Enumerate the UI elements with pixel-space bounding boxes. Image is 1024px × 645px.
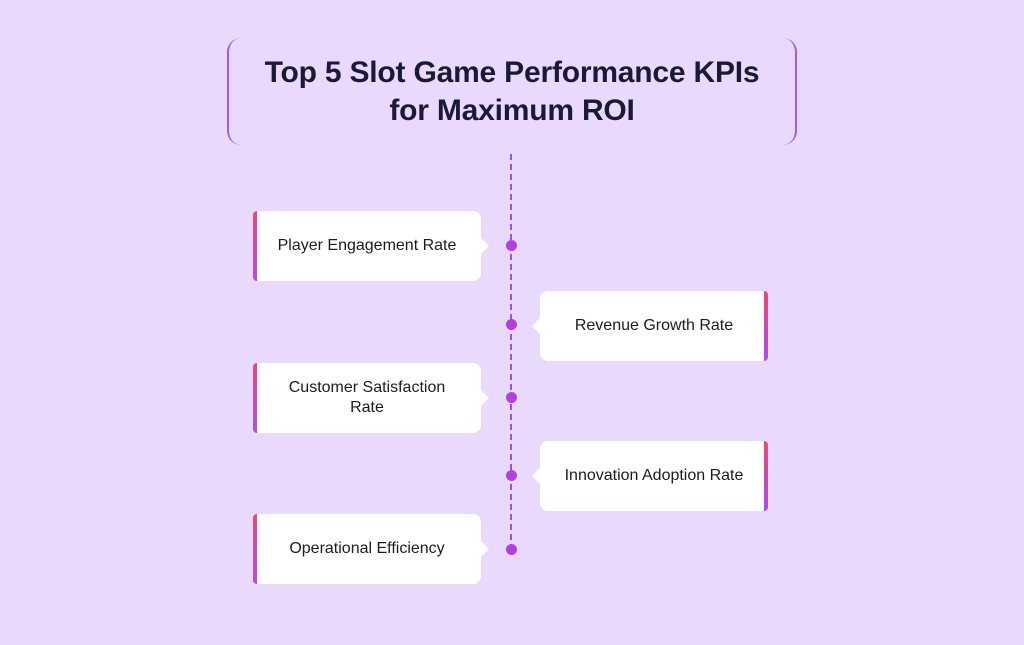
timeline-dot-3 bbox=[506, 392, 517, 403]
timeline-dot-4 bbox=[506, 470, 517, 481]
kpi-card-customer-satisfaction: Customer Satisfaction Rate bbox=[253, 363, 489, 433]
title-box: Top 5 Slot Game Performance KPIs for Max… bbox=[227, 38, 797, 145]
kpi-card-innovation-adoption: Innovation Adoption Rate bbox=[532, 441, 768, 511]
diagram-title: Top 5 Slot Game Performance KPIs for Max… bbox=[264, 55, 760, 127]
kpi-label: Player Engagement Rate bbox=[277, 237, 457, 254]
timeline-dashed-line bbox=[510, 154, 512, 550]
kpi-label: Innovation Adoption Rate bbox=[564, 467, 744, 484]
timeline-dot-2 bbox=[506, 319, 517, 330]
kpi-card-player-engagement: Player Engagement Rate bbox=[253, 211, 489, 281]
kpi-label: Operational Efficiency bbox=[289, 540, 445, 557]
timeline-dot-5 bbox=[506, 544, 517, 555]
kpi-label: Revenue Growth Rate bbox=[574, 317, 734, 334]
kpi-label: Customer Satisfaction Rate bbox=[288, 379, 446, 416]
timeline-dot-1 bbox=[506, 240, 517, 251]
kpi-card-operational-efficiency: Operational Efficiency bbox=[253, 514, 489, 584]
kpi-card-revenue-growth: Revenue Growth Rate bbox=[532, 291, 768, 361]
